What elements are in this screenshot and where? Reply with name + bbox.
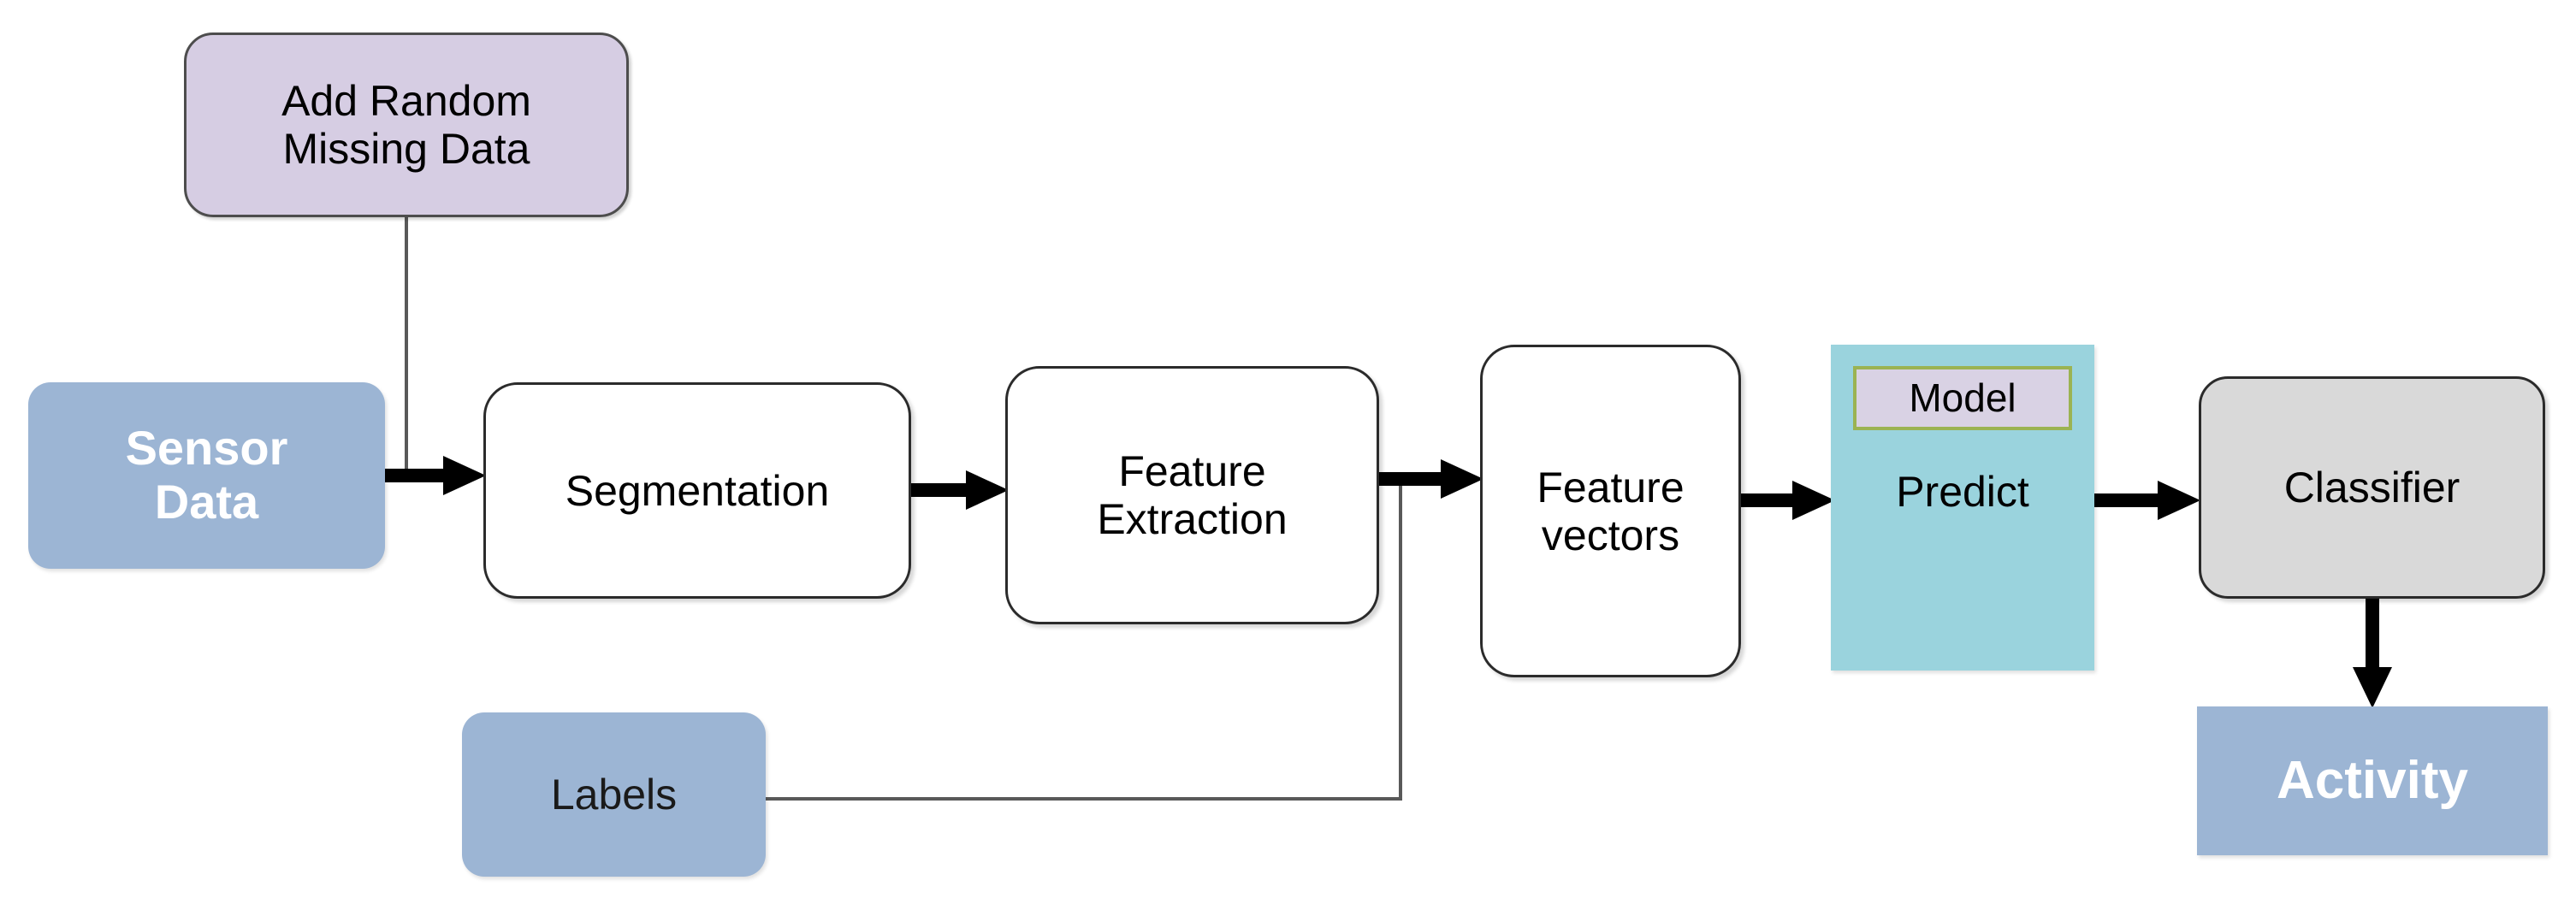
node-segmentation[interactable]: Segmentation: [483, 382, 911, 599]
edge-labels-vertical: [1399, 477, 1402, 801]
arrow-sensor-to-segmentation: [385, 456, 488, 495]
arrow-feature-extraction-to-feature-vectors: [1377, 459, 1485, 499]
arrow-model-to-classifier: [2093, 481, 2202, 520]
node-feature-vectors[interactable]: Feature vectors: [1480, 345, 1741, 677]
arrow-classifier-to-activity: [2353, 597, 2392, 710]
node-labels[interactable]: Labels: [462, 712, 766, 877]
node-sensor-data[interactable]: Sensor Data: [28, 382, 385, 569]
edge-labels-horizontal: [764, 797, 1402, 801]
node-add-random-missing-data[interactable]: Add Random Missing Data: [184, 32, 629, 217]
node-predict-label: Predict: [1896, 468, 2029, 516]
edge-add-missing-to-pipeline: [405, 216, 408, 479]
node-activity[interactable]: Activity: [2197, 706, 2548, 855]
arrow-segmentation-to-feature-extraction: [909, 470, 1010, 510]
arrow-feature-vectors-to-model: [1739, 481, 1837, 520]
node-classifier[interactable]: Classifier: [2199, 376, 2545, 599]
node-model-predict[interactable]: Model Predict: [1831, 345, 2094, 671]
node-model-chip[interactable]: Model: [1853, 366, 2072, 430]
node-feature-extraction[interactable]: Feature Extraction: [1005, 366, 1379, 624]
